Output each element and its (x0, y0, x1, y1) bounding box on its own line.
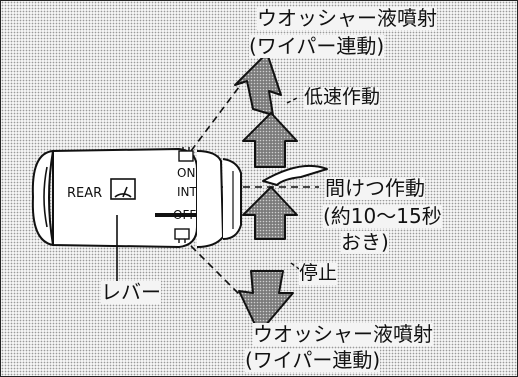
intermittent-label-line1: 間けつ作動 (325, 176, 425, 200)
washer-top-label-line1: ウオッシャー液噴射 (257, 6, 437, 30)
intermittent-label-line2: (約10〜15秒 (323, 204, 442, 228)
stop-label: 停止 (299, 262, 338, 285)
low-speed-up-arrow (242, 112, 298, 168)
washer-icon (174, 228, 190, 243)
washer-down-arrow (238, 270, 294, 334)
lever-label: レバー (101, 280, 161, 304)
lever-end-cap (31, 150, 54, 246)
leader-lines (286, 96, 300, 270)
position-on-label: ON (177, 166, 195, 180)
washer-bottom-label-line2: (ワイパー連動) (245, 348, 381, 372)
stop-up-arrow (242, 186, 298, 240)
wiper-lever (31, 148, 242, 301)
low-speed-label: 低速作動 (304, 86, 381, 109)
rear-wiper-icon (110, 178, 136, 200)
washer-bottom-label-line1: ウオッシャー液噴射 (253, 322, 433, 346)
intermittent-curved-arrow (262, 164, 328, 186)
intermittent-label-line3: おき) (341, 230, 389, 254)
position-off-label: OFF (173, 208, 196, 222)
lever-end-highlight (43, 166, 48, 228)
lever-rear-label: REAR (67, 186, 102, 201)
washer-icon (178, 147, 194, 162)
position-int-label: INT (177, 185, 198, 199)
lever-rotating-ring (222, 158, 242, 240)
lever-collar (196, 150, 224, 248)
motion-arrows (234, 52, 328, 334)
washer-up-arrow (234, 52, 282, 116)
washer-top-label-line2: (ワイパー連動) (249, 34, 385, 58)
